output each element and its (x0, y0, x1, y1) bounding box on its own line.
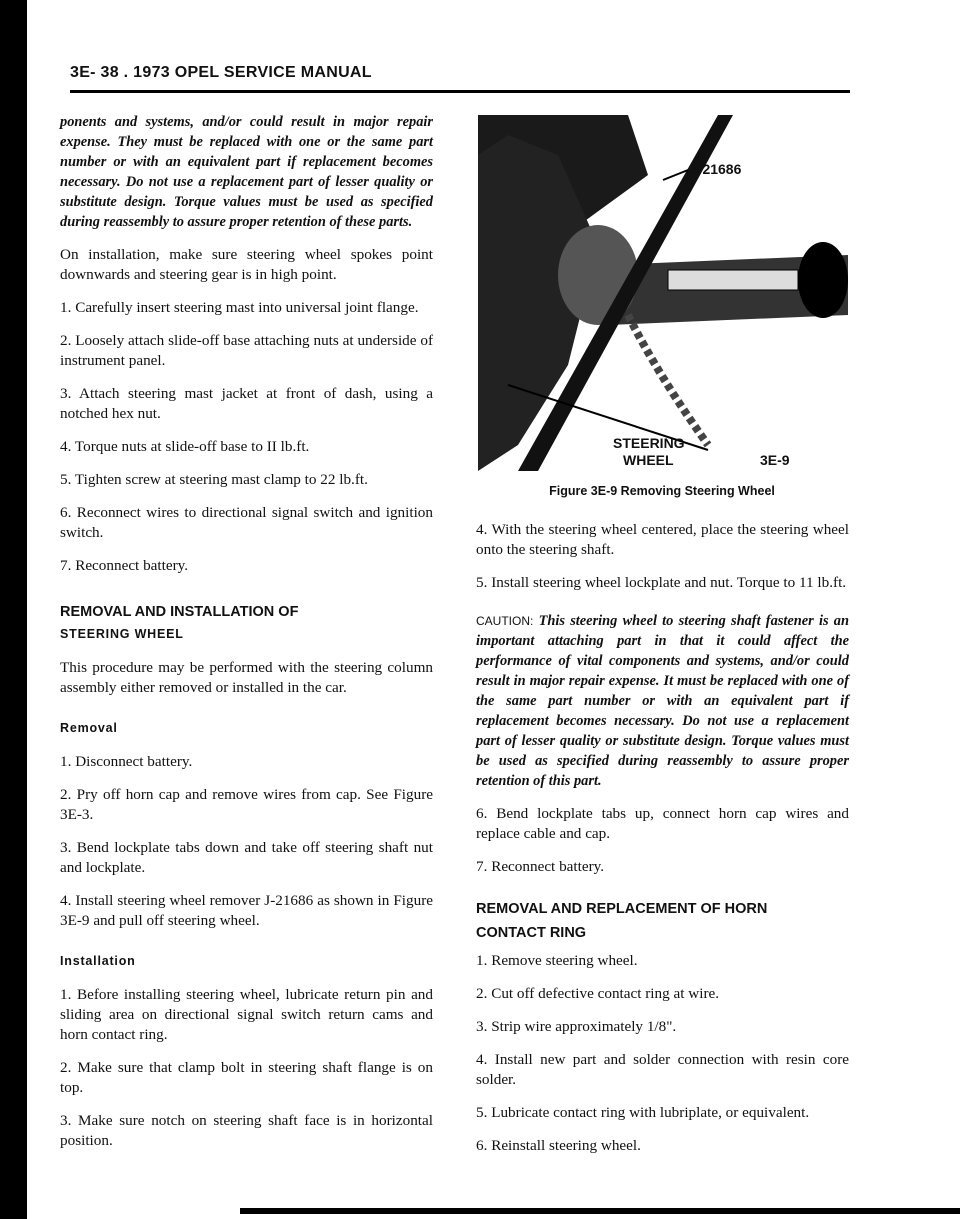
left-column: ponents and systems, and/or could result… (60, 112, 433, 1164)
caution-continued: ponents and systems, and/or could result… (60, 114, 433, 230)
tool-label: J-21686 (690, 161, 742, 177)
horn-step: 5. Lubricate contact ring with lubriplat… (476, 1104, 810, 1121)
caution-label: CAUTION: (476, 614, 534, 628)
horn-step: 1. Remove steering wheel. (476, 952, 638, 969)
removal-step: 3. Bend lockplate tabs down and take off… (60, 839, 433, 876)
removal-step: 1. Disconnect battery. (60, 753, 193, 770)
figure-caption: Figure 3E-9 Removing Steering Wheel (549, 484, 775, 498)
section-heading: REMOVAL AND REPLACEMENT OF HORN CONTACT … (476, 901, 768, 941)
wheel-label-2: WHEEL (623, 452, 674, 468)
step: 4. With the steering wheel centered, pla… (476, 521, 849, 558)
section-subheading: STEERING WHEEL (60, 627, 184, 641)
section-heading: REMOVAL AND INSTALLATION OF (60, 604, 299, 620)
horn-step: 2. Cut off defective contact ring at wir… (476, 985, 720, 1002)
header-rule (70, 90, 850, 93)
step: 7. Reconnect battery. (476, 858, 605, 875)
installation-step: 2. Make sure that clamp bolt in steering… (60, 1059, 433, 1096)
horn-step: 4. Install new part and solder connectio… (476, 1051, 849, 1088)
page-header: 3E- 38 . 1973 OPEL SERVICE MANUAL (70, 64, 372, 81)
installation-note: On installation, make sure steering whee… (60, 246, 433, 283)
step: 7. Reconnect battery. (60, 557, 189, 574)
bottom-bar (240, 1208, 960, 1214)
section-intro: This procedure may be performed with the… (60, 659, 433, 696)
step: 2. Loosely attach slide-off base attachi… (60, 332, 433, 369)
caution-text: This steering wheel to steering shaft fa… (476, 613, 849, 789)
installation-step: 3. Make sure notch on steering shaft fac… (60, 1112, 433, 1149)
removal-heading: Removal (60, 721, 118, 735)
installation-heading: Installation (60, 954, 136, 968)
scan-edge-bar (0, 0, 27, 1219)
installation-step: 1. Before installing steering wheel, lub… (60, 986, 433, 1043)
removal-step: 2. Pry off horn cap and remove wires fro… (60, 786, 433, 823)
figure-steering-wheel-removal: J-21686 STEERING WHEEL 3E-9 (478, 115, 850, 471)
step: 5. Tighten screw at steering mast clamp … (60, 471, 368, 488)
step: 6. Bend lockplate tabs up, connect horn … (476, 805, 849, 842)
steering-wheel-remover-illustration (478, 115, 850, 471)
removal-step: 4. Install steering wheel remover J-2168… (60, 892, 433, 929)
horn-step: 3. Strip wire approximately 1/8". (476, 1018, 677, 1035)
wheel-label-1: STEERING (613, 435, 685, 451)
step: 1. Carefully insert steering mast into u… (60, 299, 419, 316)
figure-id: 3E-9 (760, 452, 790, 468)
caution-block: CAUTION: This steering wheel to steering… (476, 611, 849, 791)
step: 6. Reconnect wires to directional signal… (60, 504, 433, 541)
horn-step: 6. Reinstall steering wheel. (476, 1137, 641, 1154)
right-column: 4. With the steering wheel centered, pla… (476, 520, 849, 1169)
step: 4. Torque nuts at slide-off base to II l… (60, 438, 310, 455)
step: 5. Install steering wheel lockplate and … (476, 574, 847, 591)
step: 3. Attach steering mast jacket at front … (60, 385, 433, 422)
